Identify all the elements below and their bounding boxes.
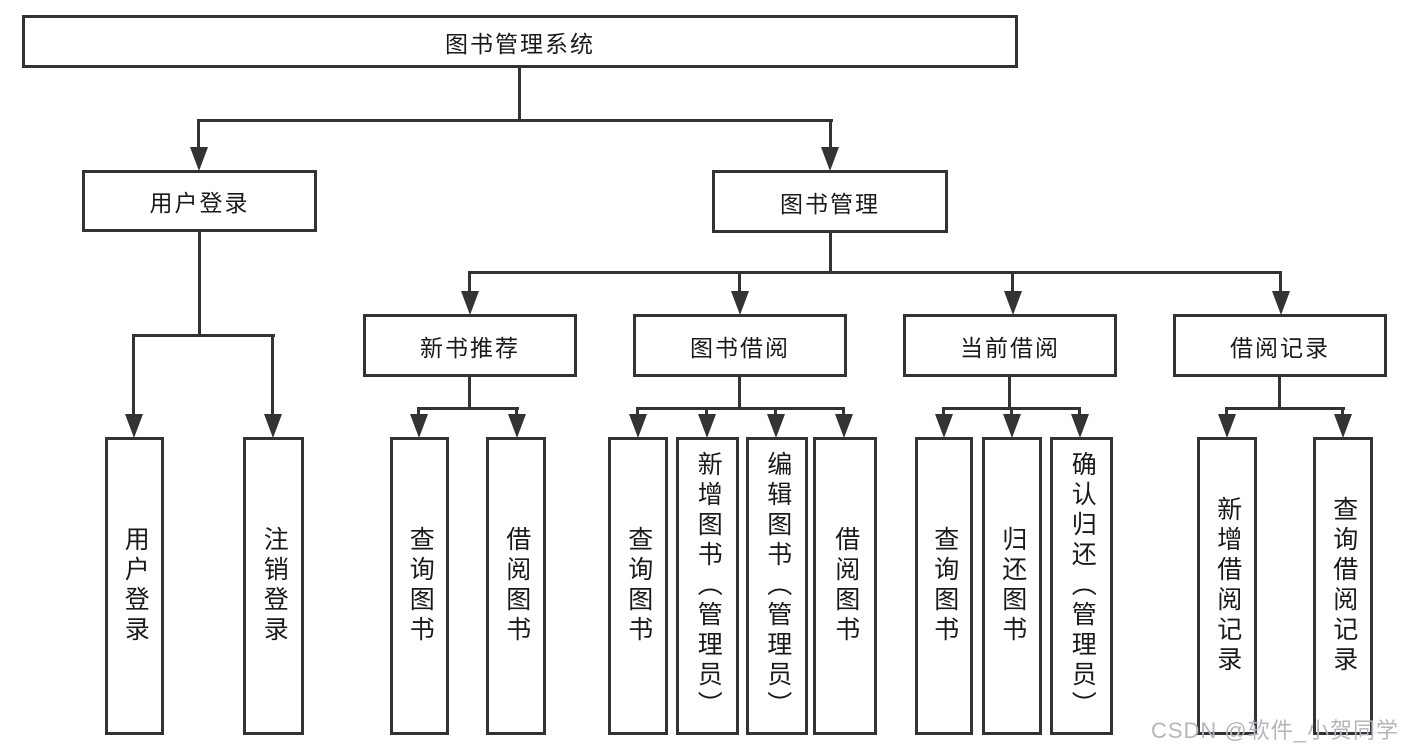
node-borrow-records-label: 借阅记录 bbox=[1230, 334, 1330, 361]
connector-line bbox=[132, 334, 135, 416]
leaf-current-query-books-label: 查询图书 bbox=[930, 526, 959, 646]
arrow-down-icon bbox=[935, 414, 953, 438]
connector-line bbox=[774, 407, 777, 417]
node-borrow-records: 借阅记录 bbox=[1173, 314, 1387, 377]
arrow-down-icon bbox=[767, 414, 785, 438]
leaf-user-login: 用户登录 bbox=[105, 437, 164, 735]
leaf-current-query-books: 查询图书 bbox=[915, 437, 973, 735]
connector-line bbox=[1225, 407, 1345, 410]
connector-line bbox=[198, 232, 201, 337]
arrow-down-icon bbox=[629, 414, 647, 438]
arrow-down-icon bbox=[125, 414, 143, 438]
arrow-down-icon bbox=[264, 414, 282, 438]
leaf-logout: 注销登录 bbox=[243, 437, 304, 735]
arrow-down-icon bbox=[835, 414, 853, 438]
connector-line bbox=[1010, 407, 1013, 417]
node-new-book-recommend: 新书推荐 bbox=[363, 314, 577, 377]
node-root-label: 图书管理系统 bbox=[445, 30, 595, 57]
leaf-records-add-record-label: 新增借阅记录 bbox=[1213, 496, 1242, 676]
node-book-borrowing: 图书借阅 bbox=[633, 314, 847, 377]
arrow-down-icon bbox=[1003, 414, 1021, 438]
connector-line bbox=[738, 271, 741, 293]
leaf-records-query-record-label: 查询借阅记录 bbox=[1329, 496, 1358, 676]
leaf-user-login-label: 用户登录 bbox=[121, 526, 150, 646]
leaf-newbook-borrow-books: 借阅图书 bbox=[486, 437, 546, 735]
connector-line bbox=[197, 119, 200, 150]
leaf-borrow-borrow-books-label: 借阅图书 bbox=[831, 526, 860, 646]
node-user-login-label: 用户登录 bbox=[149, 190, 250, 216]
arrow-down-icon bbox=[731, 291, 749, 315]
connector-line bbox=[417, 407, 420, 417]
connector-line bbox=[1011, 271, 1014, 293]
leaf-current-return-books-label: 归还图书 bbox=[998, 526, 1027, 646]
leaf-current-return-books: 归还图书 bbox=[982, 437, 1042, 735]
connector-line bbox=[1278, 377, 1281, 410]
connector-line bbox=[1279, 271, 1282, 293]
node-book-management-label: 图书管理 bbox=[780, 190, 880, 217]
node-new-book-recommend-label: 新书推荐 bbox=[420, 334, 520, 361]
leaf-borrow-edit-books-admin: 编辑图书（管理员） bbox=[746, 437, 808, 735]
csdn-watermark: CSDN @软件_小贺同学 bbox=[1150, 718, 1399, 743]
connector-line bbox=[705, 407, 708, 417]
connector-line bbox=[636, 407, 639, 417]
connector-line bbox=[271, 334, 274, 416]
connector-line bbox=[197, 119, 833, 122]
connector-line bbox=[636, 407, 845, 410]
connector-line bbox=[942, 407, 945, 417]
connector-line bbox=[132, 334, 275, 337]
leaf-borrow-query-books: 查询图书 bbox=[608, 437, 668, 735]
arrow-down-icon bbox=[508, 414, 526, 438]
leaf-borrow-add-books-admin: 新增图书（管理员） bbox=[676, 437, 739, 735]
leaf-newbook-borrow-books-label: 借阅图书 bbox=[502, 526, 531, 646]
leaf-borrow-edit-books-admin-label: 编辑图书（管理员） bbox=[763, 451, 792, 721]
connector-line bbox=[468, 271, 471, 293]
connector-line bbox=[468, 271, 1282, 274]
arrow-down-icon bbox=[1004, 291, 1022, 315]
connector-line bbox=[1225, 407, 1228, 417]
connector-line bbox=[738, 377, 741, 410]
connector-line bbox=[417, 407, 519, 410]
leaf-borrow-query-books-label: 查询图书 bbox=[624, 526, 653, 646]
connector-line bbox=[1078, 407, 1081, 417]
leaf-newbook-query-books-label: 查询图书 bbox=[406, 526, 435, 646]
connector-line bbox=[518, 68, 521, 122]
leaf-logout-label: 注销登录 bbox=[260, 526, 289, 646]
connector-line bbox=[829, 233, 832, 274]
leaf-borrow-borrow-books: 借阅图书 bbox=[813, 437, 877, 735]
connector-line bbox=[829, 119, 832, 150]
arrow-down-icon bbox=[461, 291, 479, 315]
leaf-current-confirm-return-admin-label: 确认归还（管理员） bbox=[1068, 451, 1097, 721]
leaf-current-confirm-return-admin: 确认归还（管理员） bbox=[1050, 437, 1113, 735]
arrow-down-icon bbox=[190, 147, 208, 171]
connector-line bbox=[468, 377, 471, 410]
connector-line bbox=[515, 407, 518, 417]
connector-line bbox=[1008, 377, 1011, 410]
node-book-management: 图书管理 bbox=[712, 170, 948, 233]
leaf-borrow-add-books-admin-label: 新增图书（管理员） bbox=[694, 451, 723, 721]
arrow-down-icon bbox=[1218, 414, 1236, 438]
arrow-down-icon bbox=[1334, 414, 1352, 438]
arrow-down-icon bbox=[1071, 414, 1089, 438]
node-root: 图书管理系统 bbox=[22, 15, 1018, 68]
connector-line bbox=[1341, 407, 1344, 417]
arrow-down-icon bbox=[698, 414, 716, 438]
node-user-login: 用户登录 bbox=[82, 170, 317, 232]
node-current-borrowing-label: 当前借阅 bbox=[960, 334, 1060, 361]
connector-line bbox=[842, 407, 845, 417]
node-book-borrowing-label: 图书借阅 bbox=[690, 334, 790, 361]
node-current-borrowing: 当前借阅 bbox=[903, 314, 1117, 377]
arrow-down-icon bbox=[410, 414, 428, 438]
leaf-records-query-record: 查询借阅记录 bbox=[1313, 437, 1373, 735]
leaf-records-add-record: 新增借阅记录 bbox=[1197, 437, 1257, 735]
arrow-down-icon bbox=[1272, 291, 1290, 315]
arrow-down-icon bbox=[821, 147, 839, 171]
leaf-newbook-query-books: 查询图书 bbox=[390, 437, 449, 735]
